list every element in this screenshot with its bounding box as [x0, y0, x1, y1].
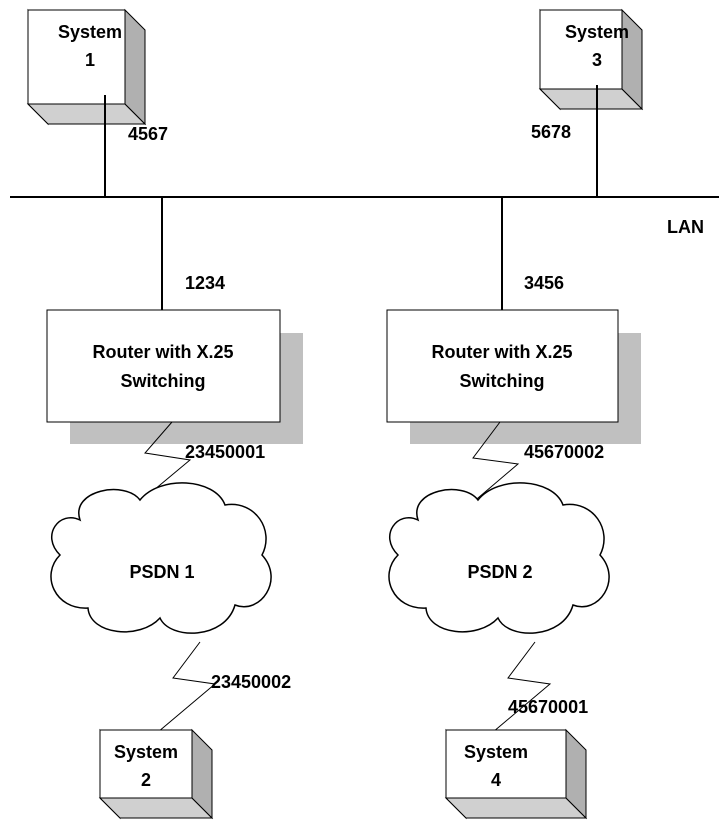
psdn-1-label: PSDN 1	[129, 562, 194, 582]
system-4-label-line1: System	[464, 742, 528, 762]
system-1-box: System 1	[26, 8, 147, 126]
system-3-label-line2: 3	[592, 50, 602, 70]
router-1-label-line2: Switching	[121, 371, 206, 391]
router-2-label-line2: Switching	[460, 371, 545, 391]
system-1-label-line1: System	[58, 22, 122, 42]
system-2-label-line1: System	[114, 742, 178, 762]
system-1-label-line2: 1	[85, 50, 95, 70]
router-2-box	[386, 309, 619, 423]
system-4-x25-address: 45670001	[508, 697, 588, 717]
router-1-lan-address: 1234	[185, 273, 225, 293]
router-1-x25-address: 23450001	[185, 442, 265, 462]
system-2-label-line2: 2	[141, 770, 151, 790]
system-3-box: System 3	[538, 8, 644, 111]
psdn-2-label: PSDN 2	[467, 562, 532, 582]
system-2-x25-address: 23450002	[211, 672, 291, 692]
router-1-box	[46, 309, 281, 423]
router-2-x25-zigzag	[457, 421, 520, 516]
psdn-1-cloud: PSDN 1	[50, 482, 272, 634]
router-1-label-line1: Router with X.25	[92, 342, 233, 362]
lan-label: LAN	[667, 217, 704, 237]
system-2-x25-zigzag	[157, 641, 217, 733]
system-4-label-line2: 4	[491, 770, 501, 790]
router-2-label-line1: Router with X.25	[431, 342, 572, 362]
system-4-x25-zigzag	[492, 641, 552, 733]
router-2-x25-address: 45670002	[524, 442, 604, 462]
system-1-address: 4567	[128, 124, 168, 144]
psdn-2-cloud: PSDN 2	[388, 482, 610, 634]
system-4-box: System 4	[444, 728, 588, 820]
system-3-address: 5678	[531, 122, 571, 142]
router-1-x25-zigzag	[129, 421, 192, 511]
system-2-box: System 2	[98, 728, 214, 820]
router-2-lan-address: 3456	[524, 273, 564, 293]
system-3-label-line1: System	[565, 22, 629, 42]
